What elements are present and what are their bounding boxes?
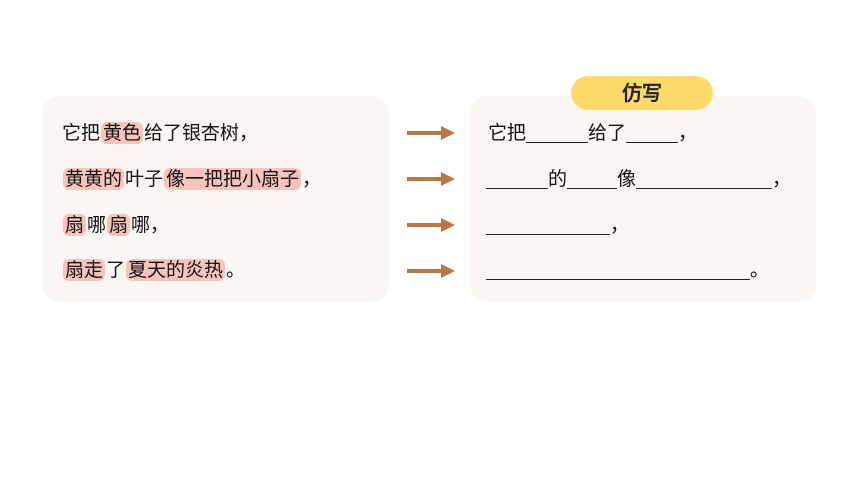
arrow-right-icon	[407, 172, 455, 186]
text-segment: 像	[617, 168, 637, 190]
arrow-right-icon	[407, 264, 455, 278]
highlighted-segment: 像一把把小扇子	[164, 168, 302, 190]
highlighted-segment: 扇	[63, 214, 87, 236]
text-segment: 哪，	[131, 214, 170, 236]
text-segment: 。	[226, 259, 246, 281]
fill-in-blank[interactable]	[636, 168, 773, 189]
fill-in-blank[interactable]	[486, 168, 548, 189]
imitation-line-3: ，	[486, 212, 629, 238]
imitation-tab-label: 仿写	[571, 76, 713, 110]
highlighted-segment: 黄色	[101, 122, 144, 144]
arrow-right-icon	[407, 218, 455, 232]
text-segment: ，	[678, 122, 698, 144]
original-line-3: 扇哪扇哪，	[62, 212, 169, 238]
original-line-4: 扇走了夏天的炎热。	[62, 257, 245, 283]
highlighted-segment: 夏天的炎热	[126, 259, 226, 281]
fill-in-blank[interactable]	[626, 122, 679, 143]
fill-in-blank[interactable]	[526, 122, 589, 143]
text-segment: 。	[750, 259, 770, 281]
fill-in-blank[interactable]	[486, 259, 750, 280]
fill-in-blank[interactable]	[486, 214, 610, 235]
text-segment: 叶子	[125, 168, 164, 190]
text-segment: 它把	[488, 122, 527, 144]
highlighted-segment: 扇走	[63, 259, 106, 281]
text-segment: 哪	[87, 214, 107, 236]
text-segment: ，	[302, 168, 322, 190]
imitation-line-2: 的 像 ，	[486, 166, 791, 192]
text-segment: ，	[772, 168, 792, 190]
text-segment: 了	[106, 259, 126, 281]
imitation-writing-card: 它把 给了 ， 的 像 ， ， 。	[470, 96, 816, 302]
imitation-line-1: 它把 给了 ，	[488, 120, 697, 146]
arrow-right-icon	[407, 126, 455, 140]
highlighted-segment: 黄黄的	[63, 168, 125, 190]
text-segment: 它把	[62, 122, 101, 144]
imitation-line-4: 。	[486, 257, 769, 283]
highlighted-segment: 扇	[107, 214, 131, 236]
text-segment: ，	[610, 214, 630, 236]
original-text-card: 它把黄色给了银杏树， 黄黄的叶子像一把把小扇子， 扇哪扇哪， 扇走了夏天的炎热。	[42, 96, 389, 302]
text-segment: 的	[548, 168, 568, 190]
text-segment: 给了	[588, 122, 627, 144]
original-line-1: 它把黄色给了银杏树，	[62, 120, 258, 146]
fill-in-blank[interactable]	[567, 168, 618, 189]
original-line-2: 黄黄的叶子像一把把小扇子，	[62, 166, 321, 192]
text-segment: 给了银杏树，	[144, 122, 259, 144]
